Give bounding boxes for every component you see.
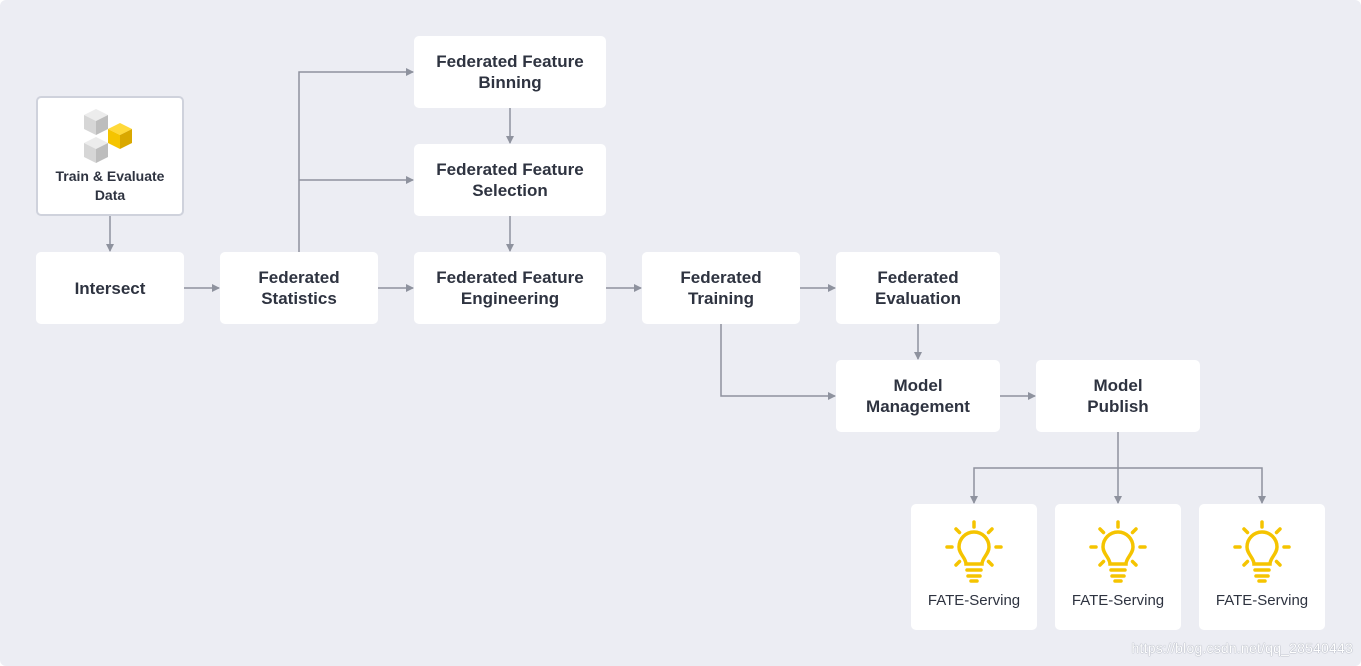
selection-label-line2: Selection (472, 181, 548, 200)
lightbulb-icon (945, 520, 1003, 583)
lightbulb-icon (1233, 520, 1291, 583)
binning-label-line2: Binning (478, 73, 542, 92)
source-label-line2: Data (94, 187, 126, 203)
edge-publish-serving-3 (1118, 467, 1266, 504)
serving-label-2: FATE-Serving (1071, 592, 1165, 609)
evaluation-label-line2: Evaluation (875, 289, 961, 308)
fate-serving-node-2: FATE-Serving (1055, 504, 1181, 630)
watermark-text: https://blog.csdn.net/qq_28540443 (1131, 640, 1353, 656)
engineering-label-line1: Federated Feature (436, 268, 584, 287)
binning-label-line1: Federated Feature (436, 52, 584, 71)
statistics-label-line1: Federated (258, 268, 340, 287)
management-label-line2: Management (866, 397, 970, 416)
training-label-line2: Training (687, 289, 755, 308)
edge-training-management (720, 324, 836, 400)
evaluation-label-line1: Federated (877, 268, 959, 287)
edge-publish-serving-1 (970, 432, 1119, 504)
intersect-label: Intersect (74, 278, 146, 298)
model-management-node: Model Management (836, 360, 1000, 432)
federated-feature-binning-node: Federated Feature Binning (414, 36, 606, 108)
statistics-label-line2: Statistics (261, 289, 337, 308)
intersect-node: Intersect (36, 252, 184, 324)
federated-training-node: Federated Training (642, 252, 800, 324)
selection-label-line1: Federated Feature (436, 160, 584, 179)
federated-feature-engineering-node: Federated Feature Engineering (414, 252, 606, 324)
train-evaluate-data-node: Train & Evaluate Data (36, 96, 184, 216)
publish-label-line1: Model (1093, 376, 1143, 395)
serving-label-1: FATE-Serving (927, 592, 1021, 609)
management-label-line1: Model (893, 376, 943, 395)
publish-label-line2: Publish (1087, 397, 1149, 416)
federated-evaluation-node: Federated Evaluation (836, 252, 1000, 324)
federated-statistics-node: Federated Statistics (220, 252, 378, 324)
source-label-line1: Train & Evaluate (55, 168, 165, 184)
federated-feature-selection-node: Federated Feature Selection (414, 144, 606, 216)
edge-statistics-binning (298, 68, 414, 252)
cubes-icon (84, 109, 132, 163)
model-publish-node: Model Publish (1036, 360, 1200, 432)
engineering-label-line2: Engineering (460, 289, 560, 308)
training-label-line1: Federated (680, 268, 762, 287)
serving-label-3: FATE-Serving (1215, 592, 1309, 609)
lightbulb-icon (1089, 520, 1147, 583)
fate-serving-node-1: FATE-Serving (911, 504, 1037, 630)
fate-serving-node-3: FATE-Serving (1199, 504, 1325, 630)
